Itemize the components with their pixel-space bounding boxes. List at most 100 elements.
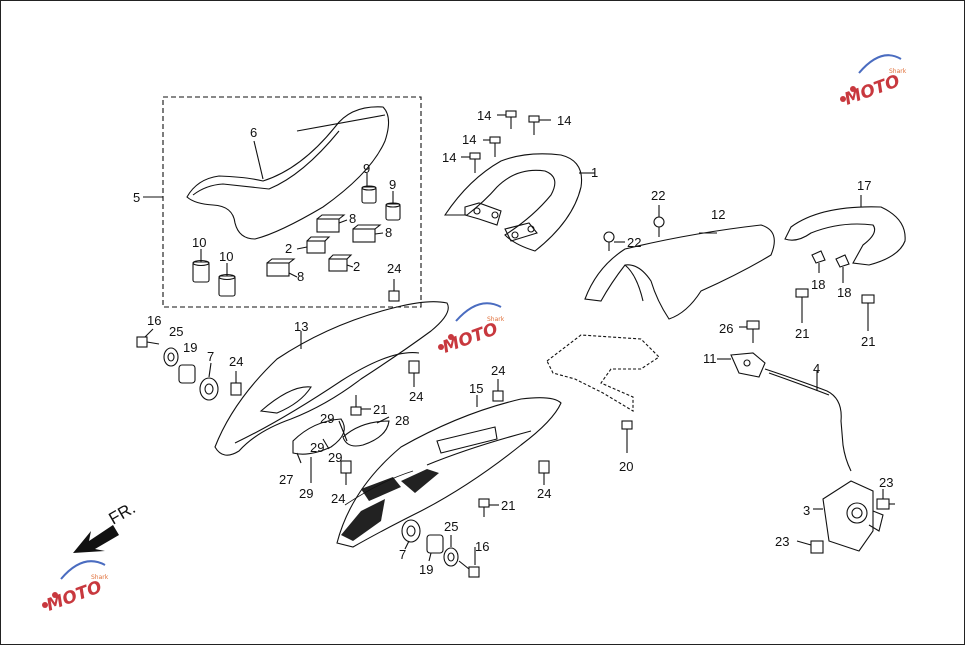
callout-11: 11 [703, 351, 717, 366]
callout-3: 3 [803, 503, 810, 518]
frame-bracket [546, 334, 660, 412]
watermark-subtext-3: Shark [91, 574, 109, 581]
callout-24b: 24 [229, 354, 243, 369]
seat-clip-8a [316, 214, 348, 233]
washer-25b [443, 535, 459, 567]
callout-22a: 22 [651, 188, 665, 203]
callout-24a: 24 [387, 261, 401, 276]
callout-21a: 21 [373, 402, 387, 417]
grommet-7b [401, 519, 421, 550]
callout-20: 20 [619, 459, 633, 474]
callout-29a: 29 [320, 411, 334, 426]
watermark-center [438, 302, 502, 350]
callout-29d: 29 [299, 486, 313, 501]
callout-7a: 7 [207, 349, 214, 364]
side-lid [292, 416, 390, 455]
clip-nut-24a [388, 279, 400, 302]
callout-17: 17 [857, 178, 871, 193]
seat-clip-2b [328, 254, 354, 272]
watermark-text-1: MOTO [842, 71, 903, 109]
callout-10a: 10 [192, 235, 206, 250]
callout-25b: 25 [444, 519, 458, 534]
seat-clip-8b [352, 224, 384, 243]
callout-labels: 1 2 2 3 4 5 6 7 7 8 8 8 9 9 10 10 11 12 … [106, 108, 894, 577]
seat-group-box [162, 96, 422, 308]
rubber-cushion-9b [385, 191, 401, 221]
rubber-cushion-10b [218, 263, 236, 297]
bolt-23a [876, 489, 895, 510]
rubber-cushion-9a [361, 173, 377, 204]
callout-1: 1 [591, 165, 598, 180]
callout-24d: 24 [491, 363, 505, 378]
callout-9a: 9 [363, 161, 370, 176]
clip-nut-24e [538, 460, 550, 485]
callout-21c: 21 [795, 326, 809, 341]
watermark-bottom-left [42, 560, 106, 608]
rubber-cushion-10a [192, 249, 210, 283]
watermark-text-2: MOTO [440, 319, 501, 357]
rear-carrier [784, 195, 906, 266]
bolt-14b [528, 115, 551, 135]
clip-nut-24c [230, 371, 242, 396]
screw-22b [603, 231, 625, 251]
callout-4: 4 [813, 361, 820, 376]
front-direction-arrow [73, 525, 119, 553]
clip-29c [296, 452, 302, 464]
screw-22a [653, 205, 665, 237]
callout-21b: 21 [501, 498, 515, 513]
rear-grab-handle [443, 153, 595, 252]
seat-lock-cable [717, 352, 852, 472]
callout-2a: 2 [285, 241, 292, 256]
clip-29a [338, 420, 348, 442]
callout-5: 5 [133, 190, 140, 205]
callout-25a: 25 [169, 324, 183, 339]
callout-10b: 10 [219, 249, 233, 264]
callout-23b: 23 [775, 534, 789, 549]
clip-29b [322, 438, 330, 450]
callout-14b: 14 [557, 113, 571, 128]
callout-28: 28 [395, 413, 409, 428]
bolt-23b [796, 540, 824, 554]
collar-19b [426, 534, 444, 562]
rear-center-cover [584, 224, 775, 320]
bolt-14d [461, 152, 481, 173]
callout-12: 12 [711, 207, 725, 222]
watermark-subtext-2: Shark [487, 316, 505, 323]
seat [186, 106, 390, 240]
callout-23a: 23 [879, 475, 893, 490]
callout-8c: 8 [297, 269, 304, 284]
callout-18b: 18 [837, 285, 851, 300]
callout-6: 6 [250, 125, 257, 140]
callout-8a: 8 [349, 211, 356, 226]
bolt-21c [795, 288, 809, 323]
direction-label: FR. [106, 498, 139, 528]
callout-13: 13 [294, 319, 308, 334]
seat-lock [813, 480, 884, 552]
bolt-21a [350, 395, 371, 416]
callout-8b: 8 [385, 225, 392, 240]
callout-14c: 14 [462, 132, 476, 147]
callout-26: 26 [719, 321, 733, 336]
callout-2b: 2 [353, 259, 360, 274]
bolt-21d [861, 294, 875, 331]
callout-24c: 24 [409, 389, 423, 404]
callout-16b: 16 [475, 539, 489, 554]
callout-15: 15 [469, 381, 483, 396]
callout-14a: 14 [477, 108, 491, 123]
seat-clip-8c [266, 258, 298, 278]
callout-29b: 29 [310, 440, 324, 455]
side-cover-right [336, 395, 562, 548]
callout-27: 27 [279, 472, 293, 487]
callout-9b: 9 [389, 177, 396, 192]
callout-22b: 22 [627, 235, 641, 250]
clip-nut-24d [492, 379, 504, 402]
callout-24f: 24 [331, 491, 345, 506]
callout-19a: 19 [183, 340, 197, 355]
callout-19b: 19 [419, 562, 433, 577]
rubber-18b [835, 254, 850, 283]
collar-19a [178, 364, 196, 384]
callout-16a: 16 [147, 313, 161, 328]
seat-clip-2a [296, 236, 331, 254]
bolt-14a [497, 110, 517, 129]
